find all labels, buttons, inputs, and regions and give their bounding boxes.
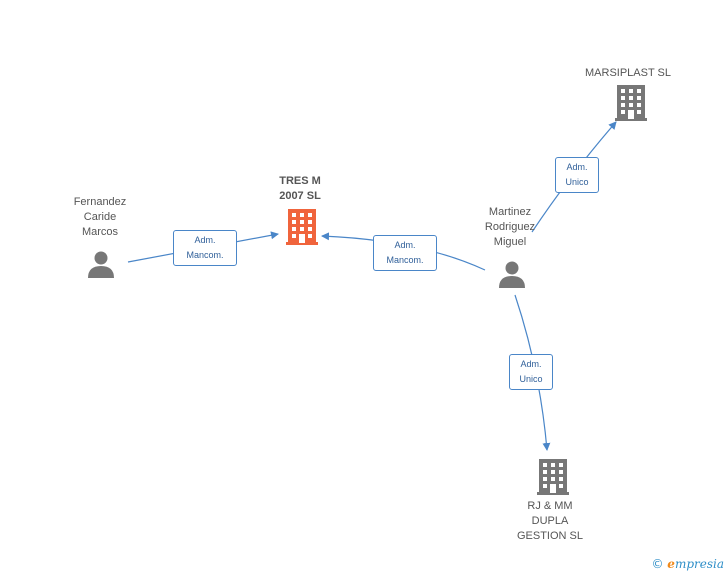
edge-label-martinez-marsiplast[interactable]: Adm. Unico [555, 157, 599, 193]
edge-label-martinez-rj[interactable]: Adm. Unico [509, 354, 553, 390]
node-label-rj-mm: RJ & MM DUPLA GESTION SL [516, 500, 584, 542]
building-icon[interactable] [537, 459, 569, 495]
node-label-martinez: Martinez Rodriguez Miguel [484, 206, 536, 248]
node-label-fernandez: Fernandez Caride Marcos [73, 196, 127, 238]
brand-footer: © empresia [651, 557, 724, 571]
person-icon[interactable] [86, 249, 116, 279]
node-label-tres-m: TRES M 2007 SL [279, 175, 321, 202]
copyright-symbol: © [651, 557, 664, 571]
brand-name: mpresia [674, 557, 724, 571]
person-icon[interactable] [497, 259, 527, 289]
building-icon[interactable] [286, 209, 318, 245]
building-icon[interactable] [615, 85, 647, 121]
node-label-marsiplast: MARSIPLAST SL [585, 67, 671, 79]
brand-initial: e [667, 557, 675, 571]
edge-label-martinez-tres[interactable]: Adm. Mancom. [373, 235, 437, 271]
edge-label-fernandez-tres[interactable]: Adm. Mancom. [173, 230, 237, 266]
